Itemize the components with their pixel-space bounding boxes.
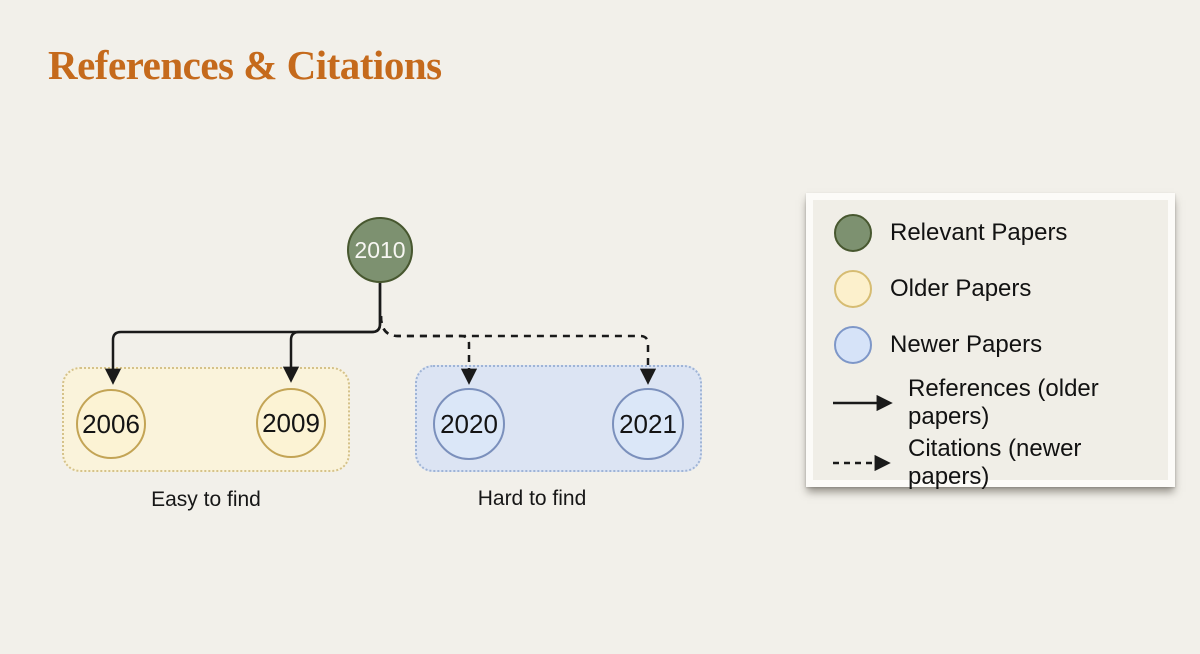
legend-label: Older Papers (890, 275, 1032, 302)
older-paper-swatch-icon (834, 270, 872, 308)
citation-arrow-2020 (379, 315, 478, 385)
legend-label: Relevant Papers (890, 219, 1068, 246)
legend-item-older-papers: Older Papers (813, 269, 1168, 309)
relevant-paper-swatch-icon (834, 214, 872, 252)
legend-item-references: References (older papers) (813, 375, 1168, 430)
legend-label: References (older papers) (908, 375, 1099, 430)
caption-hard-to-find: Hard to find (477, 487, 587, 510)
solid-arrow-icon (833, 394, 893, 412)
legend-label: Citations (newer papers) (908, 435, 1082, 490)
node-2010: 2010 (347, 217, 413, 283)
reference-arrow-2009 (282, 283, 382, 383)
legend-card: Relevant Papers Older Papers Newer Paper… (806, 193, 1175, 490)
citation-arrow-2021 (379, 315, 657, 385)
legend-item-citations: Citations (newer papers) (813, 435, 1168, 490)
dashed-arrow-icon (833, 454, 891, 472)
node-2020: 2020 (433, 388, 505, 460)
caption-easy-to-find: Easy to find (151, 488, 261, 511)
newer-paper-swatch-icon (834, 326, 872, 364)
legend-label: Newer Papers (890, 331, 1043, 358)
node-2006: 2006 (76, 389, 146, 459)
reference-arrow-2006 (104, 283, 382, 385)
legend-panel: Relevant Papers Older Papers Newer Paper… (813, 200, 1168, 490)
legend-item-relevant-papers: Relevant Papers (813, 213, 1168, 253)
node-2009: 2009 (256, 388, 326, 458)
page-title: References & Citations (48, 42, 442, 89)
node-2021: 2021 (612, 388, 684, 460)
legend-item-newer-papers: Newer Papers (813, 325, 1168, 365)
